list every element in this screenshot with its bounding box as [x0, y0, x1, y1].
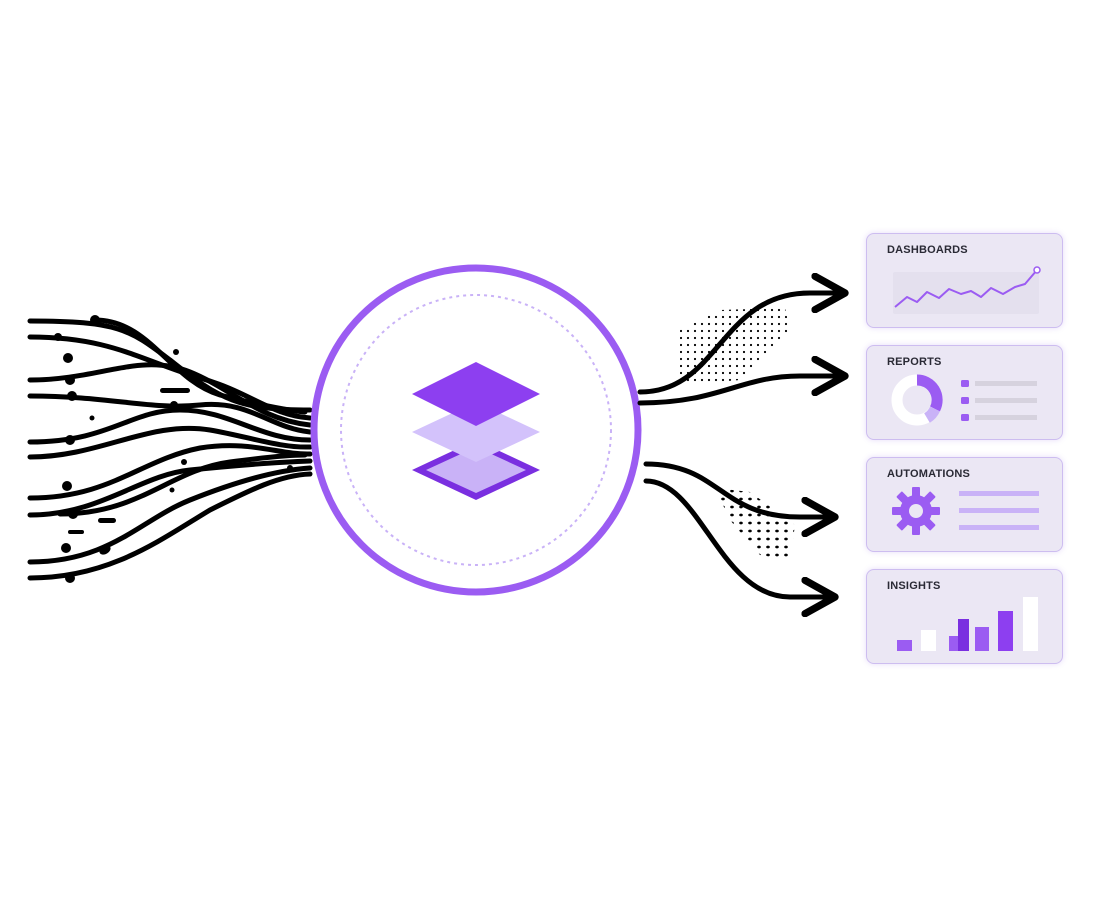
- dot-texture-bottom: [715, 488, 795, 560]
- gear-icon: [892, 487, 1039, 535]
- dot-texture-top: [680, 308, 790, 385]
- card-insights[interactable]: INSIGHTS: [866, 569, 1063, 664]
- stacked-layers-icon: [412, 362, 540, 500]
- card-reports-title: REPORTS: [887, 356, 942, 368]
- output-arrows: [637, 293, 845, 597]
- donut-list-icon: [891, 374, 1037, 426]
- card-dashboards[interactable]: DASHBOARDS: [866, 233, 1063, 328]
- card-automations[interactable]: AUTOMATIONS: [866, 457, 1063, 552]
- card-automations-title: AUTOMATIONS: [887, 468, 971, 480]
- card-dashboards-title: DASHBOARDS: [887, 244, 968, 256]
- line-chart-icon: [893, 266, 1041, 314]
- card-reports[interactable]: REPORTS: [866, 345, 1063, 440]
- bar-chart-icon: [897, 597, 1038, 651]
- card-insights-title: INSIGHTS: [887, 580, 941, 592]
- input-nodes: [54, 315, 293, 583]
- input-lines-icon: [27, 317, 313, 581]
